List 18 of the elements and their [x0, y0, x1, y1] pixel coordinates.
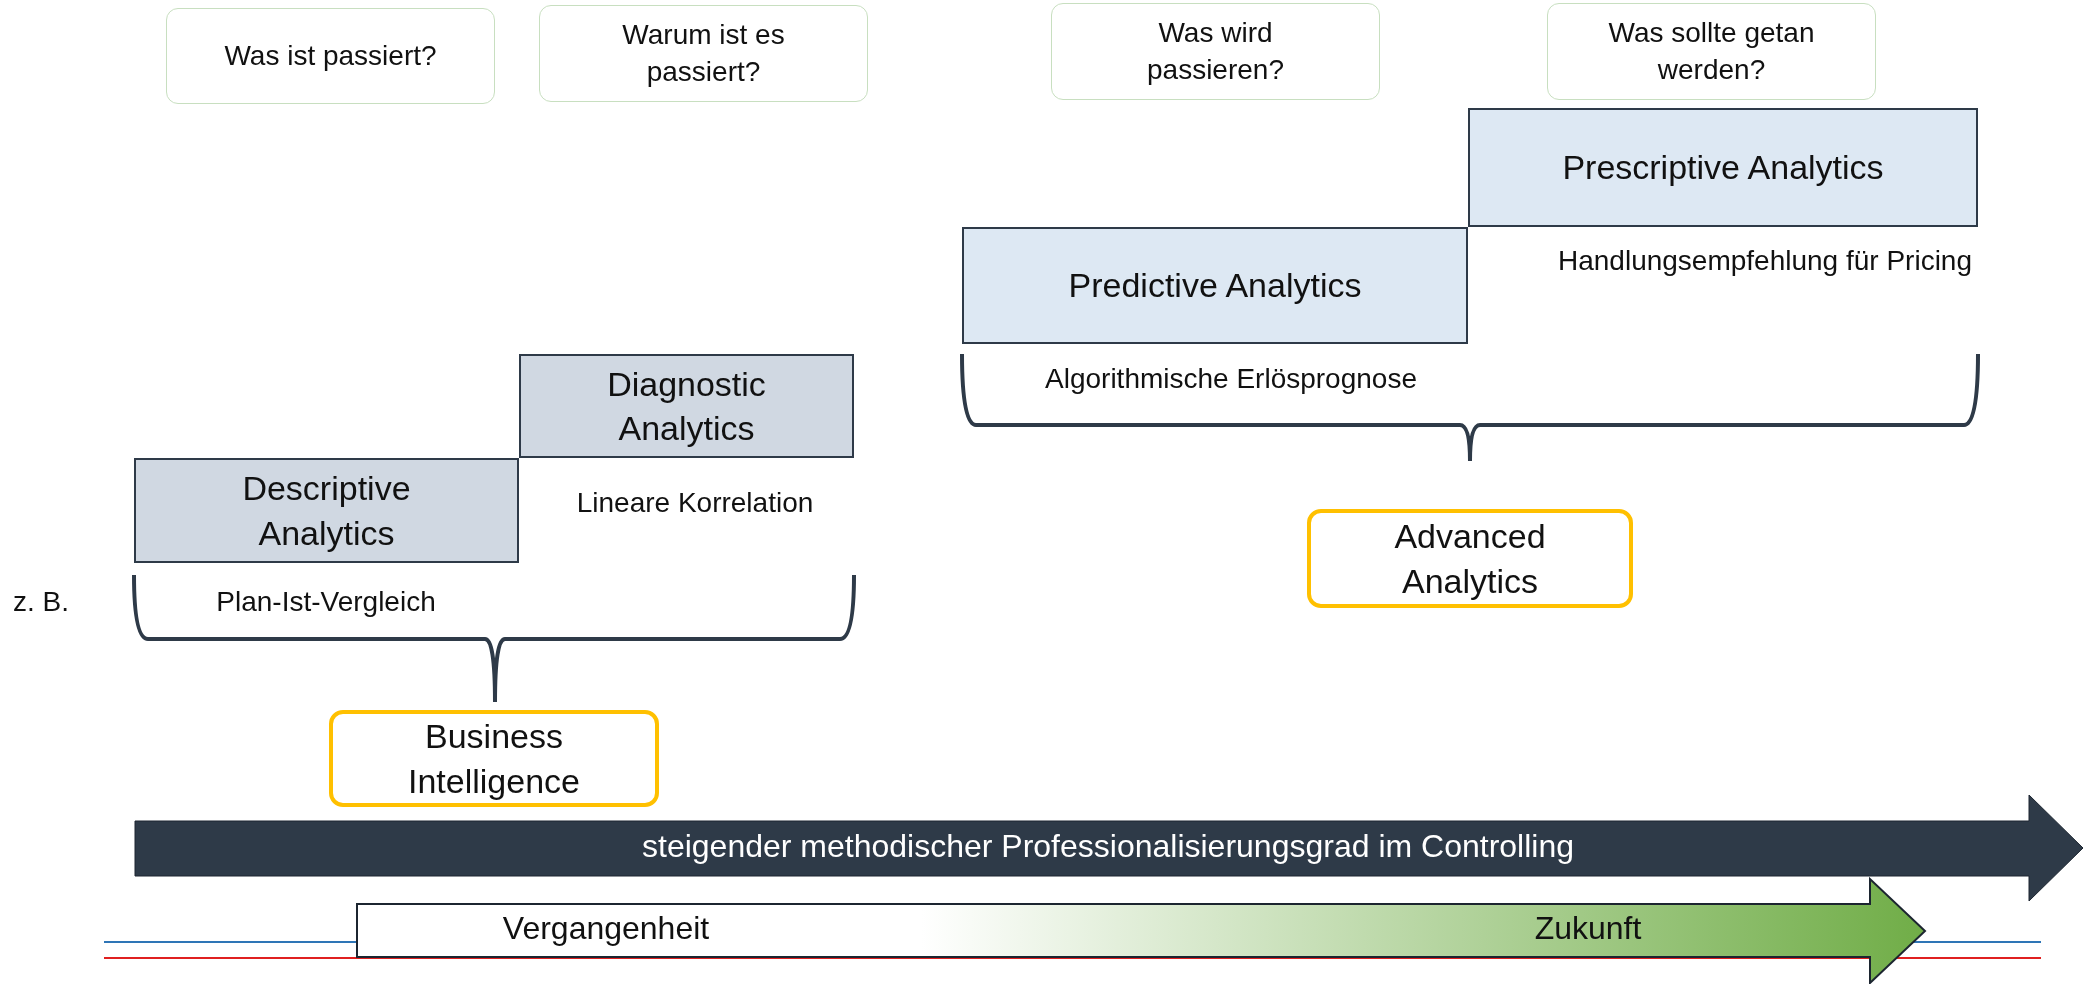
category-box: Business Intelligence: [329, 710, 659, 807]
timeline-label: Vergangenheit: [502, 910, 710, 947]
question-box: Was sollte getan werden?: [1547, 3, 1876, 100]
question-box: Was wird passieren?: [1051, 3, 1380, 100]
analytics-box: Diagnostic Analytics: [519, 354, 854, 458]
question-box: Warum ist es passiert?: [539, 5, 868, 102]
example-text: Lineare Korrelation: [576, 487, 814, 519]
example-text: z. B.: [13, 586, 69, 618]
analytics-box: Prescriptive Analytics: [1468, 108, 1978, 227]
example-text: Algorithmische Erlösprognose: [1045, 363, 1417, 395]
arrow-label: steigender methodischer Professionalisierungsgrad im Controlling: [642, 828, 1574, 865]
timeline-label: Zukunft: [1534, 910, 1642, 947]
analytics-box: Descriptive Analytics: [134, 458, 519, 563]
category-box: Advanced Analytics: [1307, 509, 1633, 608]
example-text: Handlungsempfehlung für Pricing: [1558, 245, 1972, 277]
analytics-box: Predictive Analytics: [962, 227, 1468, 344]
question-box: Was ist passiert?: [166, 8, 495, 104]
example-text: Plan-Ist-Vergleich: [216, 586, 436, 618]
